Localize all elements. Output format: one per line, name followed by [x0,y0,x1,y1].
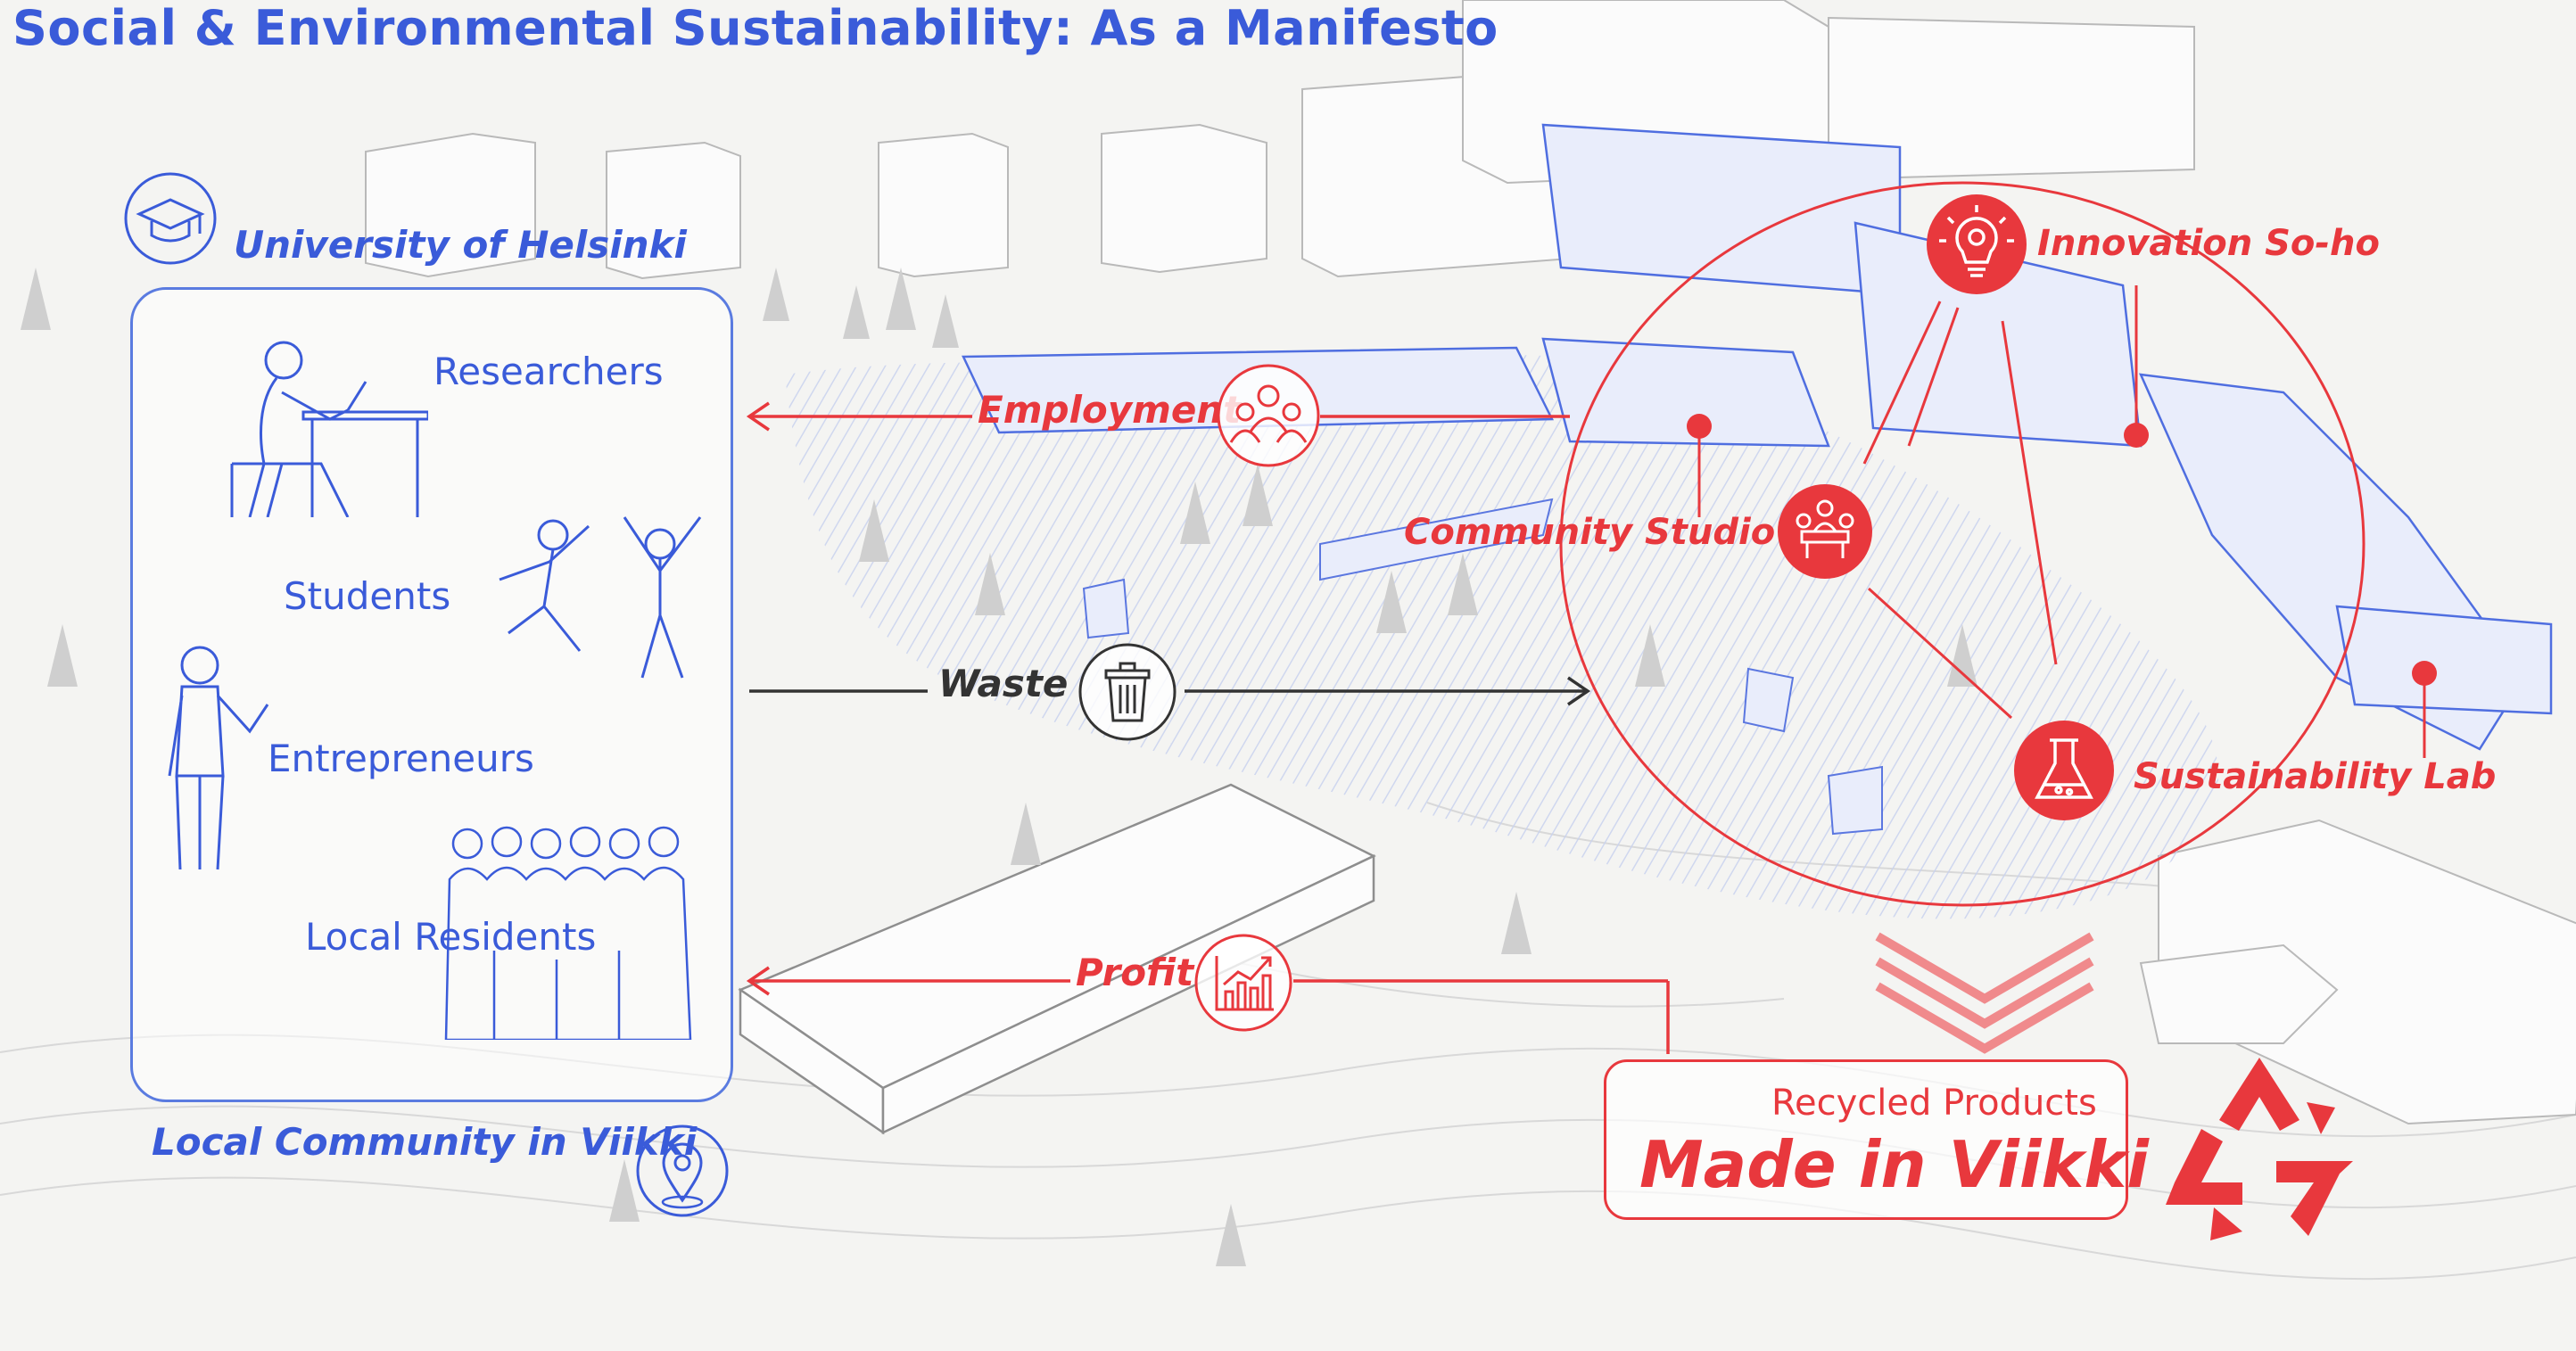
students-figure [499,516,702,679]
graduation-cap-icon [124,172,217,265]
researcher-figure [230,341,428,517]
place-community-studio-label: Community Studio [1404,512,1776,553]
group-researchers: Researchers [433,350,664,393]
recycled-products-box [1604,1059,2128,1220]
residents-crowd-figure [444,826,692,1040]
flow-waste-label: Waste [938,662,1069,705]
group-students: Students [284,574,451,618]
stakeholder-panel [130,287,733,1102]
recycle-icon [2166,1058,2353,1240]
group-local-residents: Local Residents [305,915,597,959]
team-icon [1217,364,1320,467]
entrepreneur-figure [168,646,269,870]
community-label: Local Community in Viikki [152,1120,698,1164]
place-sustainability-lab-label: Sustainability Lab [2134,756,2497,797]
flask-icon [2014,721,2114,820]
recycled-products-label: Recycled Products [1771,1083,2097,1124]
place-innovation-label: Innovation So-ho [2037,223,2380,264]
made-in-viikki-label: Made in Viikki [1639,1127,2149,1202]
university-label: University of Helsinki [234,223,687,267]
group-entrepreneurs: Entrepreneurs [268,737,534,780]
lightbulb-gear-icon [1927,194,2027,294]
location-pin-icon [636,1124,729,1217]
trash-bin-icon [1078,643,1177,741]
growth-chart-icon [1194,934,1292,1032]
meeting-table-icon [1778,484,1872,579]
page-title: Social & Environmental Sustainability: A… [12,0,1499,56]
flow-employment-label: Employment [978,388,1242,432]
flow-profit-label: Profit [1076,951,1194,994]
